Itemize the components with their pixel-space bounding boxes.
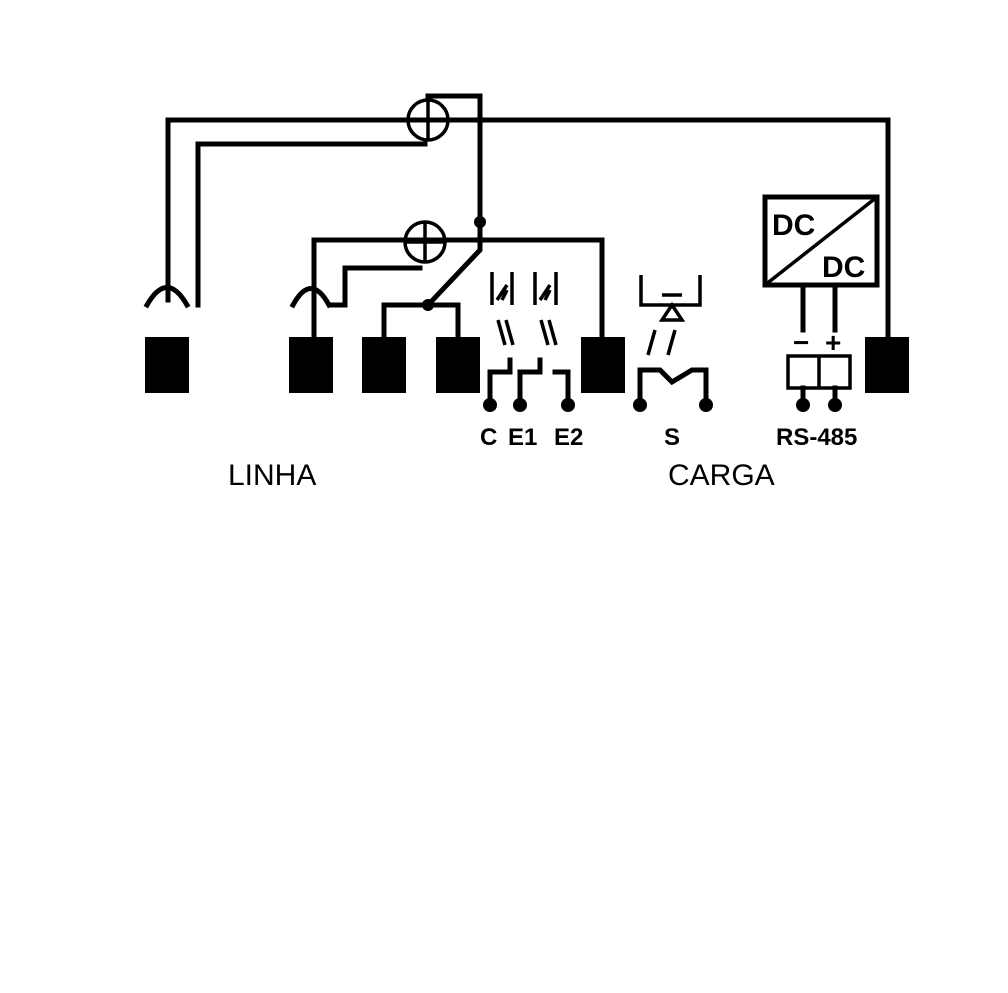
label-s: S (664, 424, 680, 451)
plus-sign: + (825, 327, 841, 358)
terminal-dot-c (483, 398, 497, 412)
dc-bottom-label: DC (822, 251, 865, 284)
terminal-3 (362, 337, 406, 393)
terminal-1 (145, 337, 189, 393)
terminal-dot-s-left (633, 398, 647, 412)
dc-top-label: DC (772, 209, 815, 242)
terminal-dot-e1 (513, 398, 527, 412)
label-linha: LINHA (228, 459, 316, 492)
label-rs485: RS-485 (776, 424, 857, 451)
outer-current-wire (165, 117, 891, 340)
terminal-6 (865, 337, 909, 393)
ct-link-wire (425, 93, 483, 225)
terminal-blocks (145, 337, 909, 393)
label-carga: CARGA (668, 459, 775, 492)
label-c: C (480, 424, 497, 451)
bridge-wire (381, 302, 461, 340)
terminal-5 (581, 337, 625, 393)
coil-arc-2 (289, 286, 333, 309)
pulse-output (633, 275, 713, 412)
terminal-4 (436, 337, 480, 393)
junction-dot-middle (422, 299, 434, 311)
dc-dc-converter: DC DC − + (762, 194, 880, 412)
label-e2: E2 (554, 424, 583, 451)
terminal-dot-rs485-plus (828, 398, 842, 412)
secondary-inner-wire (327, 265, 423, 308)
coil-arc-1 (143, 285, 191, 309)
terminal-dot-s-right (699, 398, 713, 412)
terminal-2 (289, 337, 333, 393)
terminal-dot-rs485-minus (796, 398, 810, 412)
terminal-dot-e2 (561, 398, 575, 412)
relay-outputs (483, 272, 575, 412)
junction-dot-top (474, 216, 486, 228)
ct-middle (403, 220, 447, 264)
label-e1: E1 (508, 424, 537, 451)
minus-sign: − (793, 327, 809, 358)
ct-top (406, 98, 450, 142)
diagonal-wire (424, 219, 483, 309)
inner-current-wire (195, 141, 428, 308)
